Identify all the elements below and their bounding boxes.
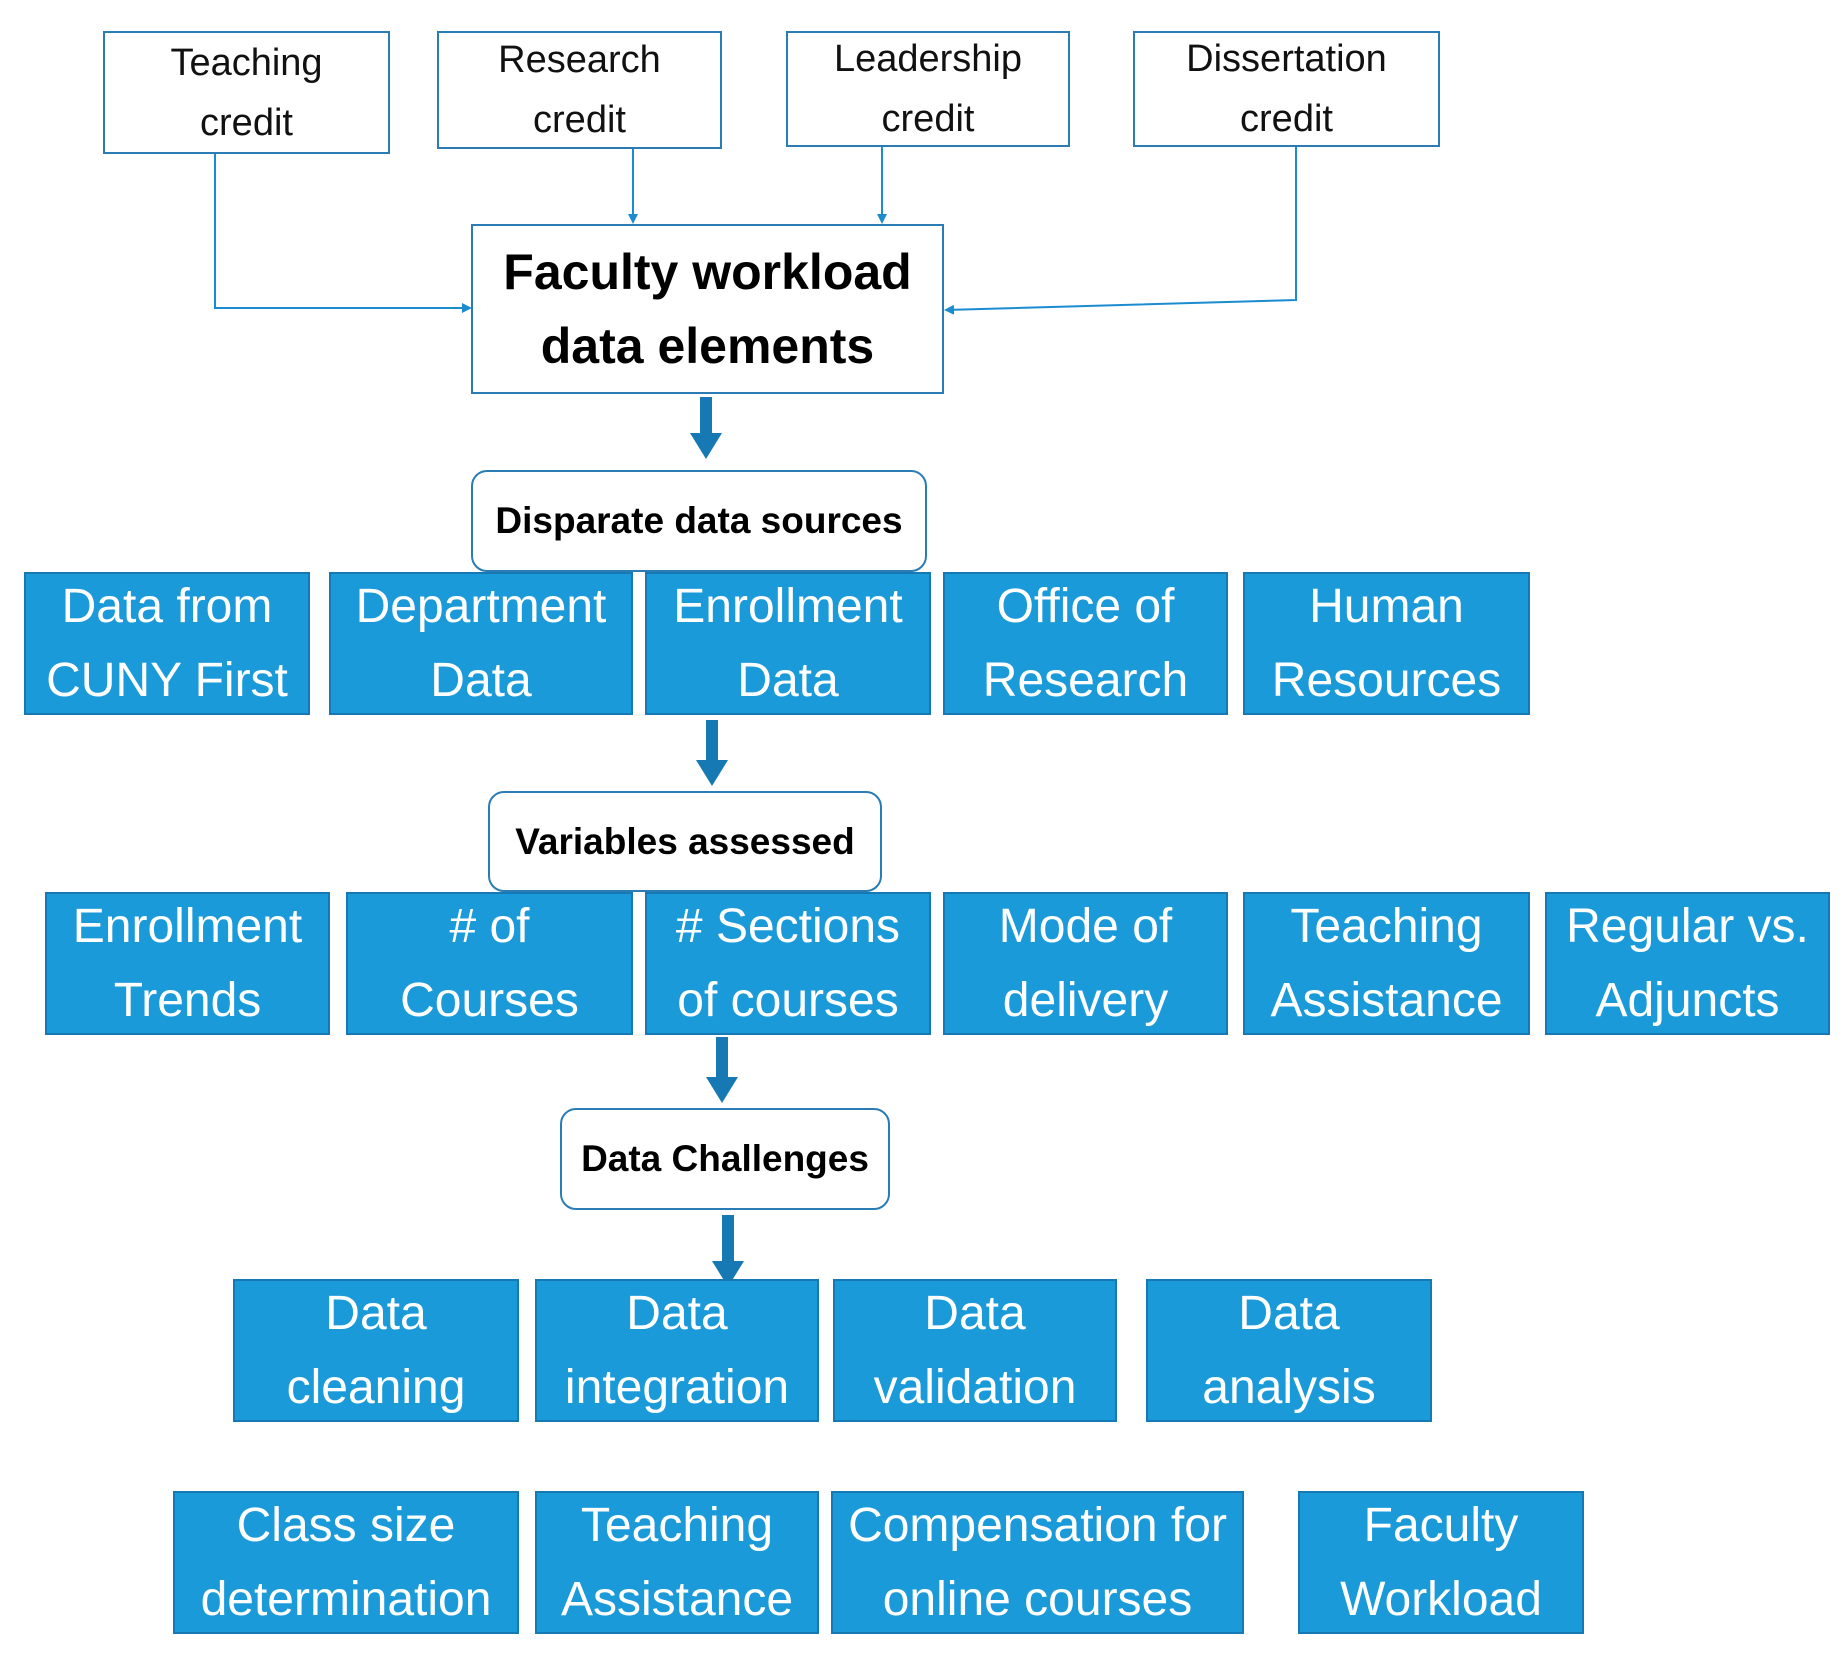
outcome-faculty-workload: Faculty Workload <box>1298 1491 1584 1634</box>
challenge-data-integration: Data integration <box>535 1279 819 1422</box>
block-arrow-variables-to-challenges <box>706 1037 738 1103</box>
block-arrow-main-to-sources <box>690 397 722 459</box>
variables-assessed-label: Variables assessed <box>488 791 882 892</box>
outcome-compensation-for-online-courses: Compensation for online courses <box>831 1491 1244 1634</box>
teaching-credit-box: Teaching credit <box>103 31 390 154</box>
outcome-class-size-determination: Class size determination <box>173 1491 519 1634</box>
dissertation-credit-box: Dissertation credit <box>1133 31 1440 147</box>
source-department-data: Department Data <box>329 572 633 715</box>
data-challenges-label: Data Challenges <box>560 1108 890 1210</box>
challenge-data-analysis: Data analysis <box>1146 1279 1432 1422</box>
source-data-from-cuny-first: Data from CUNY First <box>24 572 310 715</box>
variable-teaching-assistance: Teaching Assistance <box>1243 892 1530 1035</box>
faculty-workload-data-elements-box: Faculty workload data elements <box>471 224 944 394</box>
disparate-data-sources-label: Disparate data sources <box>471 470 927 572</box>
leadership-credit-box: Leadership credit <box>786 31 1070 147</box>
outcome-teaching-assistance: Teaching Assistance <box>535 1491 819 1634</box>
connector-teaching-credit <box>214 154 472 313</box>
challenge-data-cleaning: Data cleaning <box>233 1279 519 1422</box>
research-credit-box: Research credit <box>437 31 722 149</box>
variable-sections-of-courses: # Sections of courses <box>645 892 931 1035</box>
source-office-of-research: Office of Research <box>943 572 1228 715</box>
source-human-resources: Human Resources <box>1243 572 1530 715</box>
variable-enrollment-trends: Enrollment Trends <box>45 892 330 1035</box>
challenge-data-validation: Data validation <box>833 1279 1117 1422</box>
connector-dissertation-credit <box>944 147 1297 315</box>
variable-regular-vs-adjuncts: Regular vs. Adjuncts <box>1545 892 1830 1035</box>
block-arrow-sources-to-variables <box>696 720 728 786</box>
source-enrollment-data: Enrollment Data <box>645 572 931 715</box>
variable-number-of-courses: # of Courses <box>346 892 633 1035</box>
variable-mode-of-delivery: Mode of delivery <box>943 892 1228 1035</box>
